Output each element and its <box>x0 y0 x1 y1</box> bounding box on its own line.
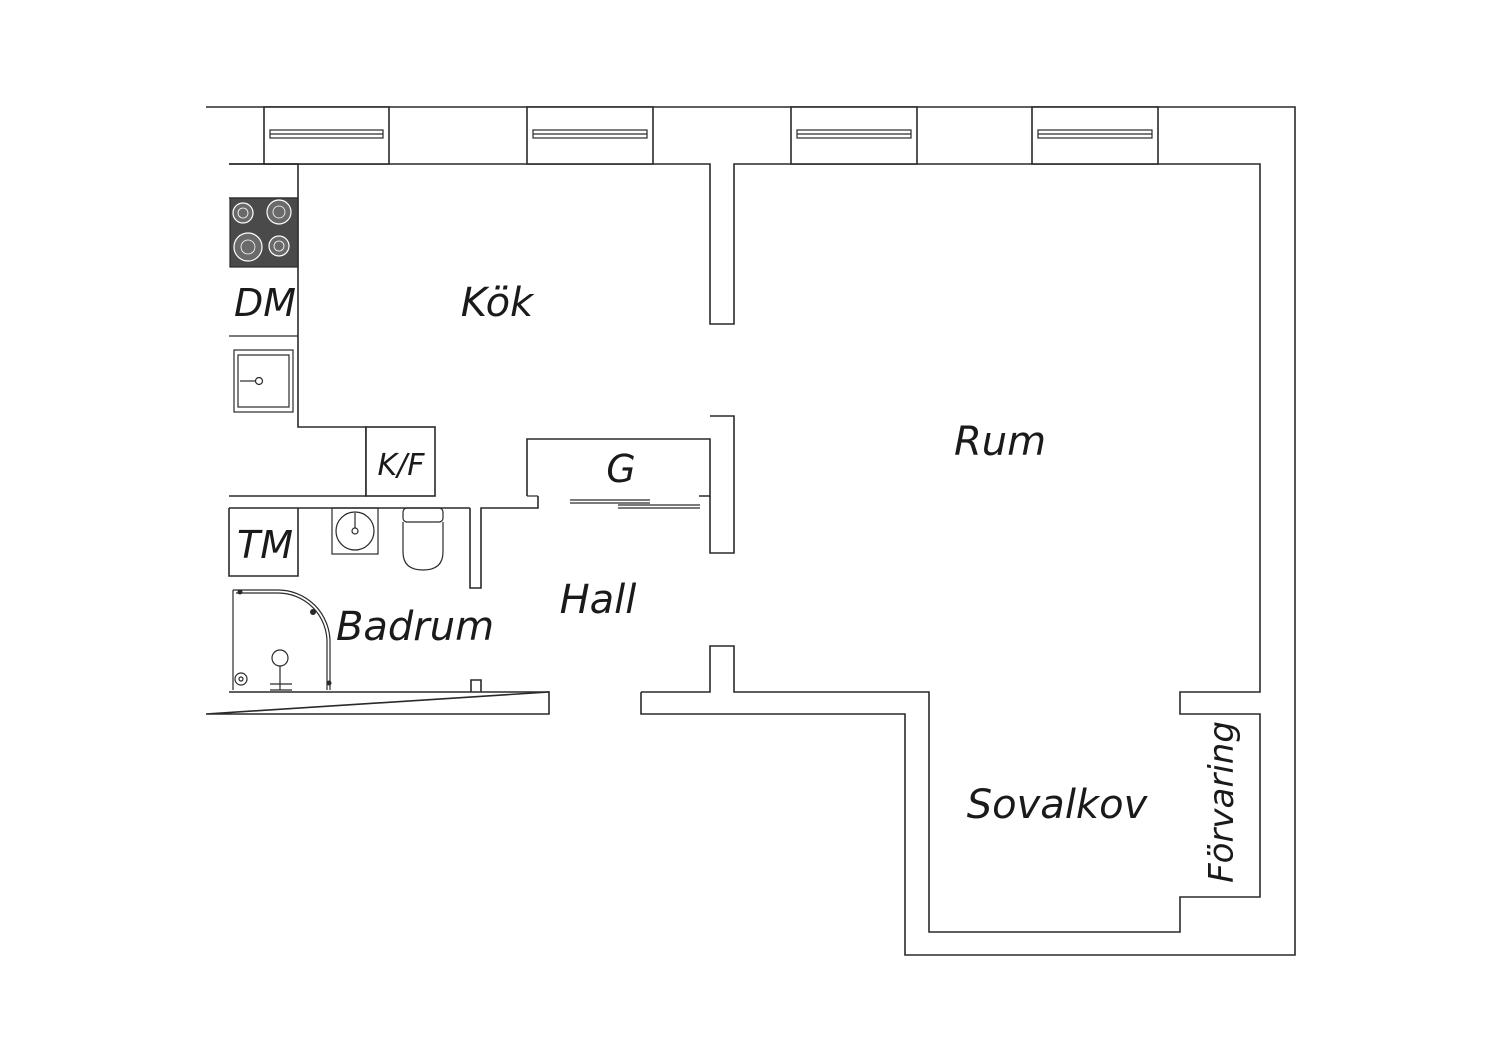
interior-wall-outline <box>229 163 1261 933</box>
washer-label: TM <box>237 523 293 567</box>
dishwasher-label: DM <box>234 281 296 325</box>
shower <box>232 589 332 691</box>
room-label-storage: Förvaring <box>1202 721 1242 883</box>
bathroom-walls <box>228 496 539 589</box>
room-label-hall: Hall <box>560 577 637 623</box>
window <box>1031 106 1159 165</box>
room-label-living: Rum <box>954 419 1046 465</box>
windows <box>263 106 1159 165</box>
window <box>526 106 654 165</box>
partition-wall <box>709 415 735 554</box>
fridge-freezer-label: K/F <box>377 448 425 483</box>
room-label-kitchen: Kök <box>461 280 535 326</box>
kitchen-counter <box>229 163 436 497</box>
kitchen-sink <box>233 349 294 413</box>
stove <box>229 197 299 268</box>
room-label-alcove: Sovalkov <box>967 782 1149 828</box>
bathroom-sink <box>331 507 379 555</box>
wardrobe-label: G <box>606 447 635 491</box>
wardrobe <box>526 438 711 509</box>
window <box>790 106 918 165</box>
room-label-bathroom: Badrum <box>336 604 494 650</box>
exterior-wall-outline <box>205 106 1296 956</box>
window <box>263 106 390 165</box>
toilet <box>402 507 444 571</box>
